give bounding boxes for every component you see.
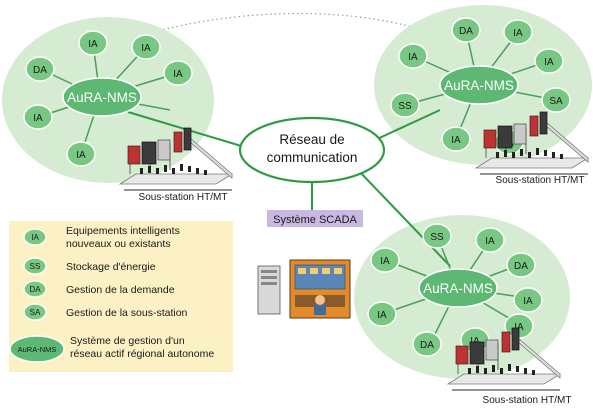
svg-text:IA: IA	[173, 69, 183, 80]
svg-text:IA: IA	[451, 135, 461, 146]
svg-text:DA: DA	[514, 261, 528, 272]
svg-text:SA: SA	[549, 96, 563, 107]
node-ia: IA	[23, 104, 53, 130]
svg-text:Stockage d'énergie: Stockage d'énergie	[66, 261, 156, 273]
node-sa: SA	[541, 87, 571, 113]
svg-text:Gestion de la demande: Gestion de la demande	[66, 284, 175, 296]
node-ia: IA	[503, 19, 533, 45]
legend-item-ss: SS Stockage d'énergie	[23, 257, 156, 275]
substation-label: Sous-station HT/MT	[139, 192, 228, 203]
svg-text:DA: DA	[33, 65, 47, 76]
control-room-workstation-icon	[257, 259, 351, 319]
hub-aura-nms: AuRA-NMS	[439, 65, 519, 105]
svg-text:SS: SS	[430, 232, 444, 243]
node-ia: IA	[513, 287, 543, 313]
node-ia: IA	[78, 30, 108, 56]
svg-text:DA: DA	[29, 285, 41, 294]
cluster-3: SS IA DA IA IA IA IA DA IA AuRA-NMS	[367, 223, 543, 357]
svg-text:Equipements intelligents: Equipements intelligents	[66, 225, 180, 237]
substation-label: Sous-station HT/MT	[483, 395, 572, 406]
legend-item-sa: SA Gestion de la sous-station	[23, 303, 188, 321]
node-da: DA	[506, 252, 536, 278]
hub-aura-nms: AuRA-NMS	[418, 268, 498, 308]
node-ia: IA	[475, 227, 505, 253]
svg-text:SS: SS	[30, 262, 41, 271]
communication-network	[238, 116, 386, 184]
svg-text:Système de gestion d'un: Système de gestion d'un	[70, 335, 185, 347]
svg-text:IA: IA	[31, 233, 39, 242]
svg-text:Gestion de la sous-station: Gestion de la sous-station	[66, 307, 188, 319]
cluster-1: IA IA IA IA IA DA AuRA-NMS	[23, 30, 193, 167]
node-da: DA	[25, 56, 55, 82]
svg-text:IA: IA	[377, 310, 387, 321]
svg-text:IA: IA	[513, 28, 523, 39]
svg-text:IA: IA	[33, 113, 43, 124]
svg-text:IA: IA	[88, 39, 98, 50]
svg-text:SS: SS	[398, 101, 412, 112]
svg-text:IA: IA	[380, 256, 390, 267]
node-ia: IA	[367, 301, 397, 327]
node-ss: SS	[422, 223, 452, 249]
dotted-link	[119, 12, 441, 43]
network-label-line1: Réseau de	[279, 132, 344, 147]
node-ia: IA	[534, 48, 564, 74]
svg-text:IA: IA	[76, 150, 86, 161]
svg-text:réseau actif régional autonome: réseau actif régional autonome	[70, 348, 214, 360]
substation-label: Sous-station HT/MT	[496, 175, 585, 186]
scada-label: Système SCADA	[273, 214, 357, 226]
hub-aura-nms: AuRA-NMS	[62, 77, 142, 117]
link-cluster-3	[357, 169, 451, 267]
node-da: DA	[451, 17, 481, 43]
node-ss: SS	[390, 92, 420, 118]
node-ia: IA	[66, 141, 96, 167]
scada-label-box	[267, 210, 363, 227]
svg-text:AuRA-NMS: AuRA-NMS	[444, 78, 514, 93]
network-label-line2: communication	[267, 150, 358, 165]
svg-text:IA: IA	[408, 52, 418, 63]
node-ia: IA	[441, 126, 471, 152]
svg-text:AuRA-NMS: AuRA-NMS	[67, 90, 137, 105]
svg-text:IA: IA	[544, 57, 554, 68]
legend-item-da: DA Gestion de la demande	[23, 280, 175, 298]
node-ia: IA	[398, 43, 428, 69]
svg-text:SA: SA	[30, 308, 41, 317]
svg-text:IA: IA	[514, 322, 524, 333]
svg-text:DA: DA	[420, 340, 434, 351]
legend-item-ia: IA Equipements intelligents nouveaux ou …	[23, 225, 180, 250]
svg-text:AuRA-NMS: AuRA-NMS	[18, 345, 57, 354]
legend-item-aura-nms: AuRA-NMS Système de gestion d'un réseau …	[9, 335, 214, 363]
svg-text:IA: IA	[523, 296, 533, 307]
node-ia: IA	[131, 34, 161, 60]
svg-text:IA: IA	[470, 336, 480, 347]
node-ia: IA	[370, 247, 400, 273]
svg-text:IA: IA	[141, 43, 151, 54]
node-da: DA	[412, 331, 442, 357]
legend: IA Equipements intelligents nouveaux ou …	[9, 221, 233, 372]
svg-text:IA: IA	[485, 236, 495, 247]
svg-text:DA: DA	[459, 26, 473, 37]
node-ia: IA	[163, 60, 193, 86]
svg-text:AuRA-NMS: AuRA-NMS	[423, 281, 493, 296]
svg-text:nouveaux ou existants: nouveaux ou existants	[66, 238, 171, 250]
